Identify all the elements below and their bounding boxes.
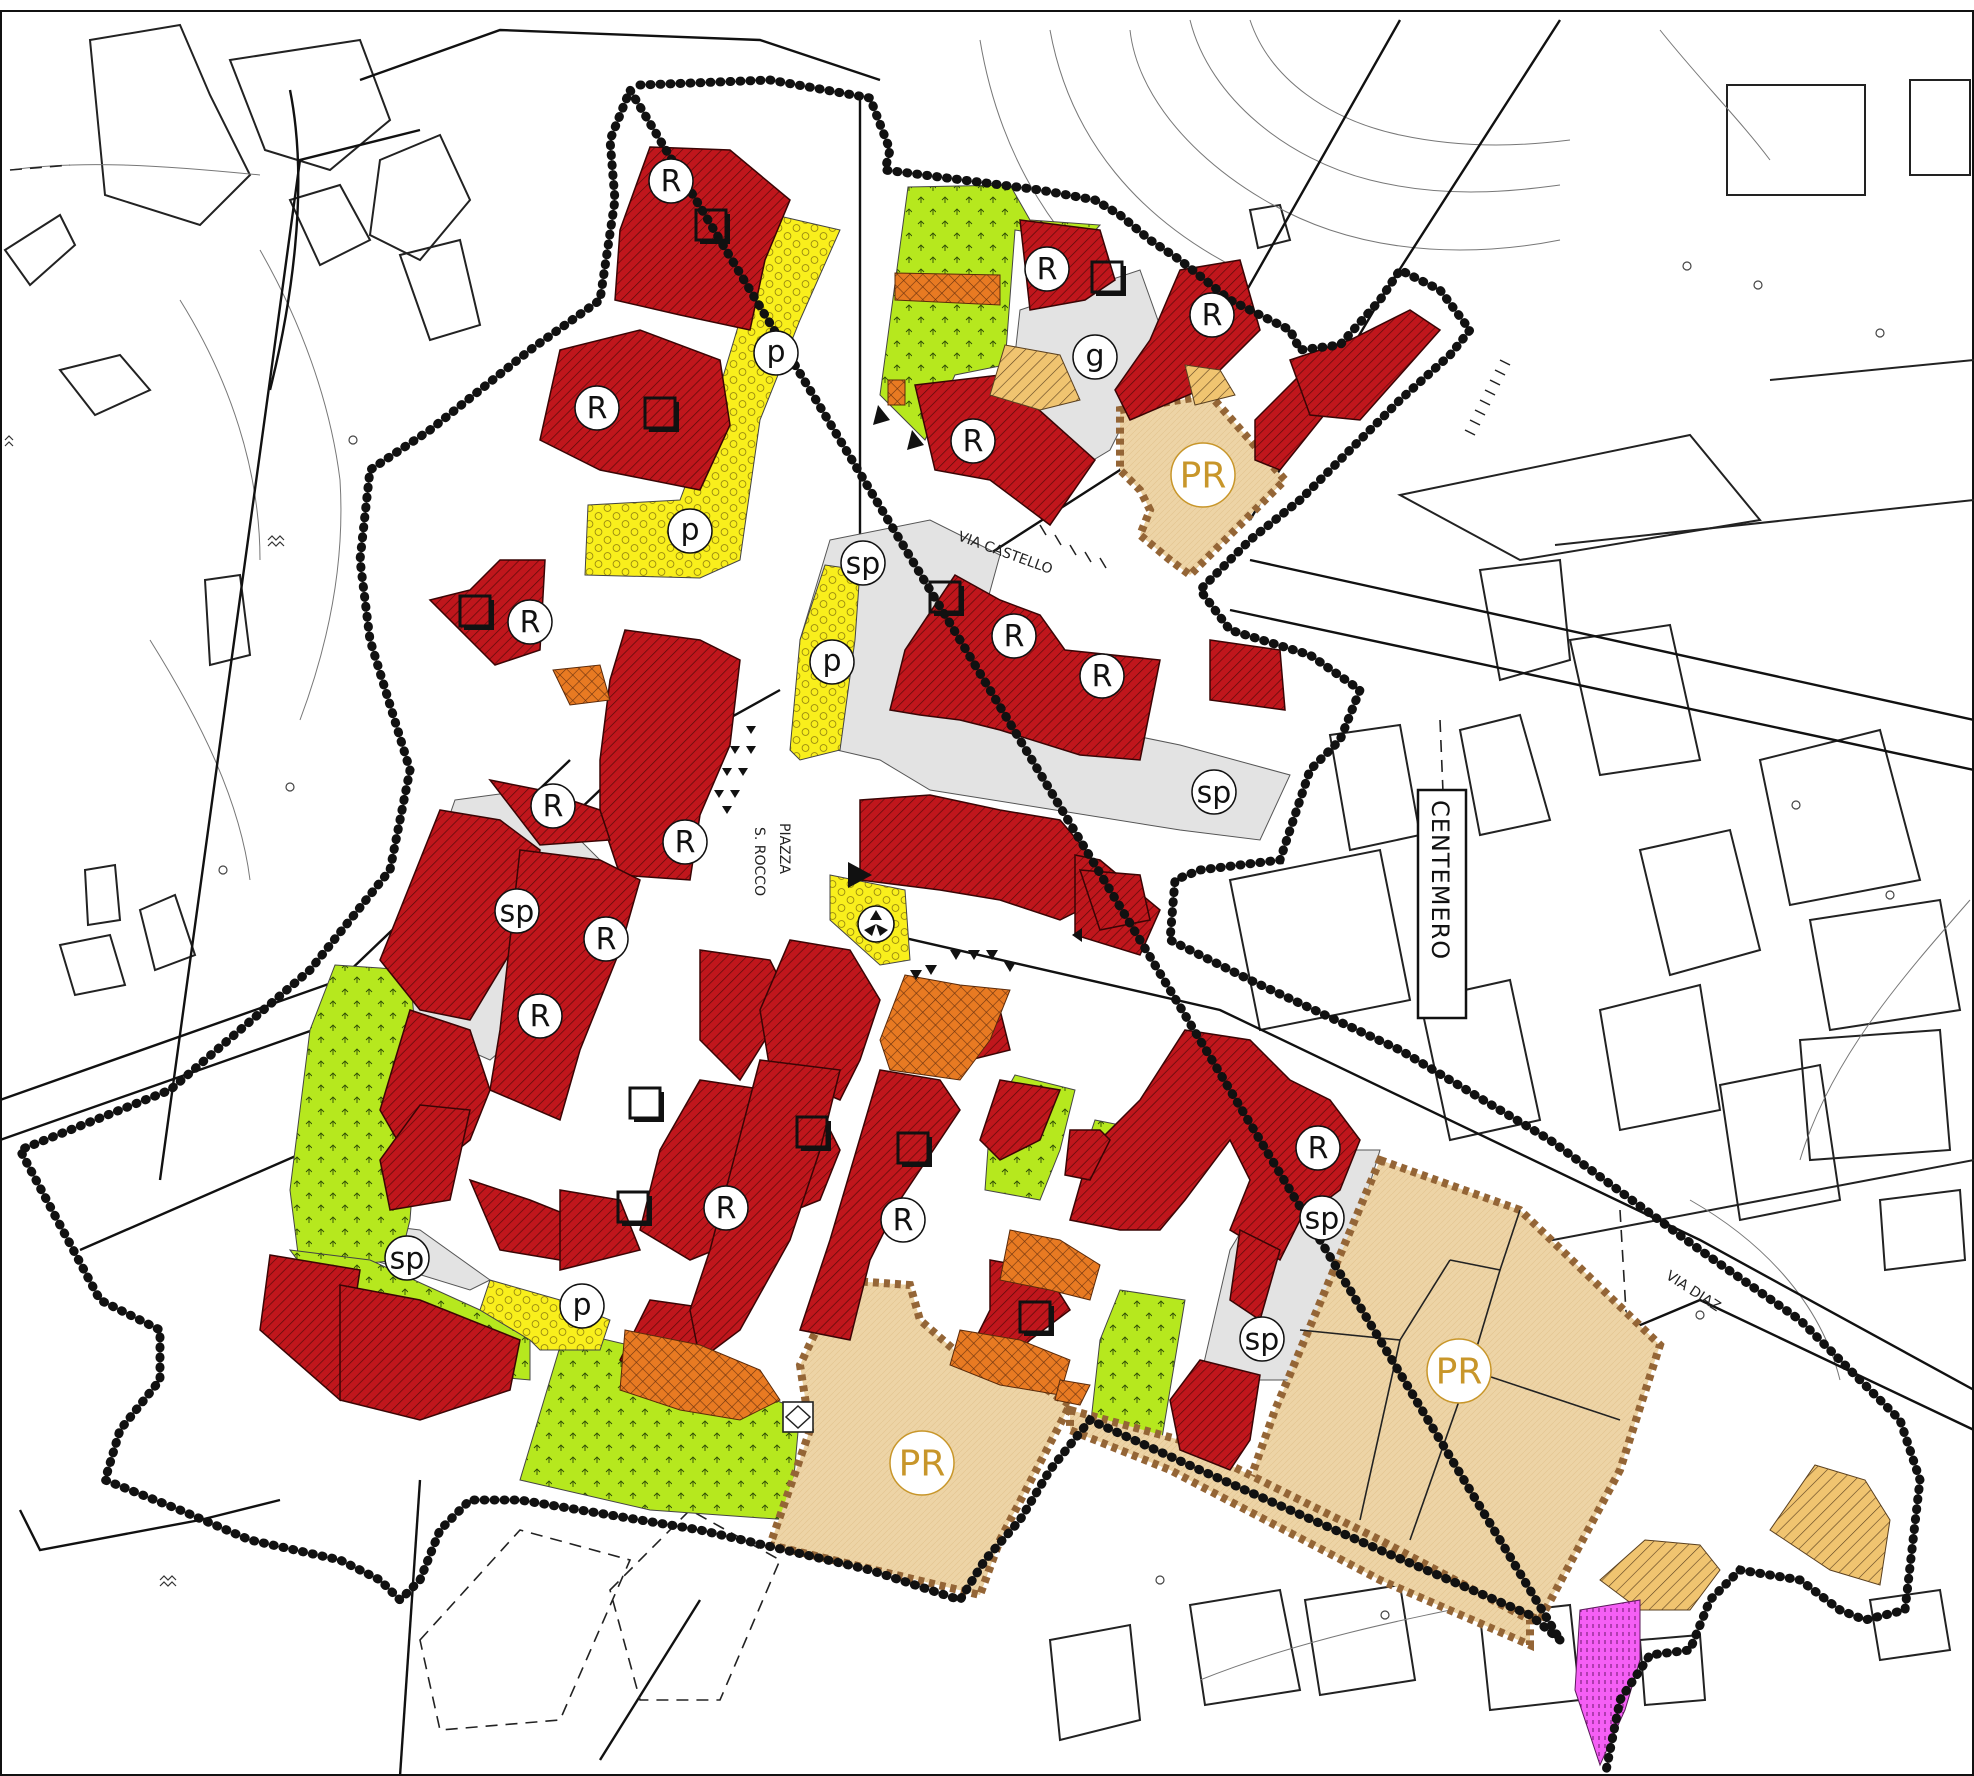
svg-text:R: R (1202, 299, 1223, 334)
building (1069, 1029, 1361, 1262)
building (1209, 639, 1286, 711)
zone-sp: sp (1299, 1195, 1345, 1241)
place-name-label: CENTEMERO (1426, 800, 1454, 960)
svg-text:R: R (1004, 620, 1025, 655)
zone-r: R (1295, 1125, 1341, 1171)
svg-text:R: R (1092, 660, 1113, 695)
svg-text:R: R (520, 606, 541, 641)
zone-sp: sp (494, 888, 540, 934)
building (799, 1069, 961, 1341)
building (979, 1079, 1062, 1161)
zone-p: p (753, 330, 799, 376)
zone-r: R (517, 993, 563, 1039)
fan-icon (864, 910, 888, 936)
svg-text:sp: sp (1197, 776, 1232, 811)
svg-text:PR: PR (1180, 456, 1227, 497)
svg-text:sp: sp (846, 547, 881, 582)
zone-r: R (574, 385, 620, 431)
zone-r: R (648, 158, 694, 204)
slope-hatches (1039, 359, 1511, 569)
svg-text:R: R (963, 425, 984, 460)
entrance-markers (714, 405, 1082, 980)
zone-r: R (662, 819, 708, 865)
zone-p: p (559, 1283, 605, 1329)
building (1064, 1129, 1111, 1181)
zone-r: R (1189, 292, 1235, 338)
zone-sp: sp (1239, 1316, 1285, 1362)
svg-text:p: p (822, 644, 841, 679)
svg-text:R: R (716, 1192, 737, 1227)
svg-text:sp: sp (390, 1242, 425, 1277)
zone-codes: R R R R R R R R R R R R R R R p p p p sp… (384, 158, 1492, 1496)
svg-text:sp: sp (1305, 1202, 1340, 1237)
building (339, 1284, 521, 1421)
svg-text:sp: sp (500, 895, 535, 930)
svg-text:p: p (766, 335, 785, 370)
zone-r: R (950, 418, 996, 464)
accessory-buildings (552, 272, 1101, 1421)
building (689, 1059, 841, 1362)
svg-text:PR: PR (1436, 1352, 1483, 1393)
building (1169, 1359, 1261, 1471)
zone-r: R (1079, 653, 1125, 699)
zone-pr: PR (1170, 442, 1236, 508)
lot-divisions (1299, 1209, 1621, 1541)
svg-text:R: R (587, 392, 608, 427)
zone-sp: sp (1191, 769, 1237, 815)
building (379, 1104, 471, 1211)
zone-pr: PR (889, 1430, 955, 1496)
zone-g: g (1072, 334, 1118, 380)
zone-pr: PR (1426, 1338, 1492, 1404)
tan-hatched-areas (989, 344, 1891, 1611)
diamond-icon (784, 1404, 812, 1430)
svg-text:R: R (596, 923, 617, 958)
zone-r: R (507, 599, 553, 645)
svg-text:R: R (1037, 253, 1058, 288)
svg-text:PR: PR (899, 1444, 946, 1485)
square-label-line1: PIAZZA (776, 823, 792, 874)
building (559, 1189, 642, 1271)
building (889, 574, 1161, 761)
svg-text:R: R (893, 1204, 914, 1239)
zone-sp: sp (384, 1235, 430, 1281)
svg-text:R: R (543, 790, 564, 825)
study-area-boundary (13, 75, 1925, 1776)
svg-text:R: R (661, 165, 682, 200)
place-name-box: CENTEMERO (1416, 788, 1468, 1020)
svg-text:R: R (1308, 1132, 1329, 1167)
recovery-strip (1066, 1404, 1534, 1652)
magenta-area (1574, 1599, 1641, 1767)
square-label-line2: S. ROCCO (751, 827, 767, 896)
water-symbols (4, 435, 285, 1587)
zone-r: R (880, 1197, 926, 1243)
zone-r: R (530, 783, 576, 829)
svg-text:g: g (1085, 339, 1104, 374)
zone-p: p (809, 639, 855, 685)
building (539, 329, 731, 491)
building (599, 629, 741, 881)
zone-sp: sp (840, 540, 886, 586)
green-area (879, 184, 1102, 441)
building (759, 939, 881, 1101)
svg-text:p: p (680, 513, 699, 548)
building (379, 809, 541, 1021)
zone-p: p (667, 508, 713, 554)
marker-shadows (464, 214, 1126, 1336)
zone-r: R (1024, 246, 1070, 292)
zone-r: R (991, 613, 1037, 659)
svg-text:p: p (572, 1288, 591, 1323)
svg-text:R: R (675, 826, 696, 861)
svg-text:R: R (530, 1000, 551, 1035)
zone-r: R (703, 1185, 749, 1231)
zone-r: R (583, 916, 629, 962)
svg-text:sp: sp (1245, 1323, 1280, 1358)
map-frame (0, 10, 1974, 1776)
